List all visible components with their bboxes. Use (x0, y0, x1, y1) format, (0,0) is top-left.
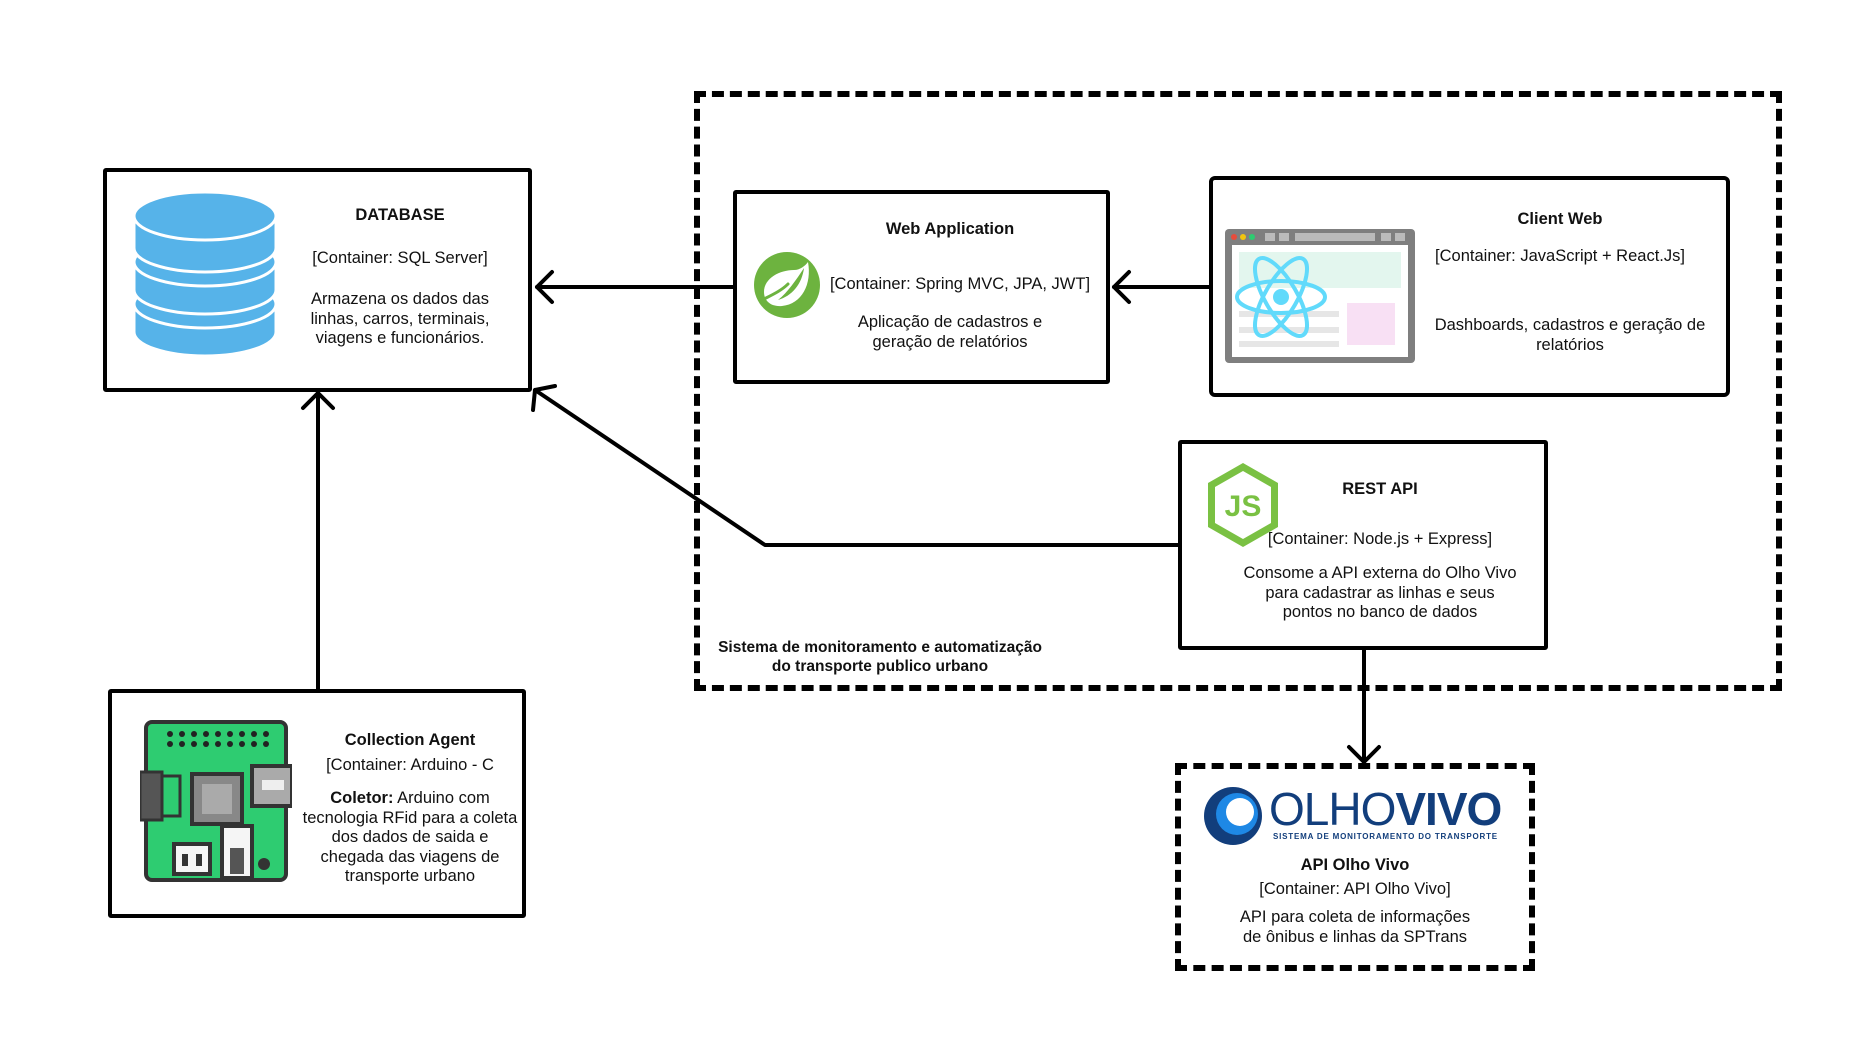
olho-vivo-container: [Container: API Olho Vivo] (1259, 880, 1451, 898)
arrowhead-database-bottom (301, 391, 335, 410)
database-container: [Container: SQL Server] (312, 249, 488, 267)
olho-vivo-title: API Olho Vivo (1300, 856, 1410, 874)
arrowhead-database-right (535, 270, 554, 304)
olhovivo-word-vivo: VIVO (1395, 783, 1502, 835)
web-application-title: Web Application (885, 220, 1015, 238)
rest-api-title: REST API (1342, 480, 1418, 498)
web-application-description: Aplicação de cadastros e geração de rela… (857, 313, 1043, 351)
rest-api-description: Consome a API externa do Olho Vivo para … (1243, 564, 1517, 621)
nodejs-icon: JS (1208, 463, 1278, 547)
database-title: DATABASE (355, 206, 445, 224)
collection-agent-description: Coletor: Arduino com tecnologia RFid par… (302, 789, 518, 885)
react-browser-icon (1225, 229, 1415, 363)
svg-text:JS: JS (1225, 490, 1262, 523)
arrowhead-database-diagonal (531, 384, 557, 412)
collector-label: Coletor: (330, 789, 394, 807)
system-boundary-label: Sistema de monitoramento e automatização… (718, 639, 1042, 675)
database-icon (132, 190, 278, 358)
database-description: Armazena os dados das linhas, carros, te… (310, 290, 490, 347)
olhovivo-logo: OLHOVIVO SISTEMA DE MONITORAMENTO DO TRA… (1203, 783, 1503, 846)
olho-vivo-description: API para coleta de informações de ônibus… (1239, 908, 1471, 946)
collection-agent-title: Collection Agent (344, 731, 476, 749)
olhovivo-eye-icon (1204, 787, 1262, 845)
olho-vivo-box (1175, 763, 1535, 971)
circuit-board-icon (140, 720, 292, 882)
client-web-description: Dashboards, cadastros e geração de relat… (1434, 316, 1706, 354)
rest-api-container: [Container: Node.js + Express] (1267, 530, 1493, 548)
web-application-container: [Container: Spring MVC, JPA, JWT] (829, 275, 1091, 293)
spring-leaf-icon (754, 252, 820, 318)
olhovivo-tagline: SISTEMA DE MONITORAMENTO DO TRANSPORTE (1273, 832, 1498, 841)
client-web-container: [Container: JavaScript + React.Js] (1435, 247, 1685, 265)
collection-agent-container: [Container: Arduino - C (326, 756, 494, 774)
olhovivo-word-olho: OLHO (1269, 783, 1396, 835)
client-web-title: Client Web (1517, 210, 1603, 228)
arrowhead-olhovivo-top (1347, 745, 1381, 764)
